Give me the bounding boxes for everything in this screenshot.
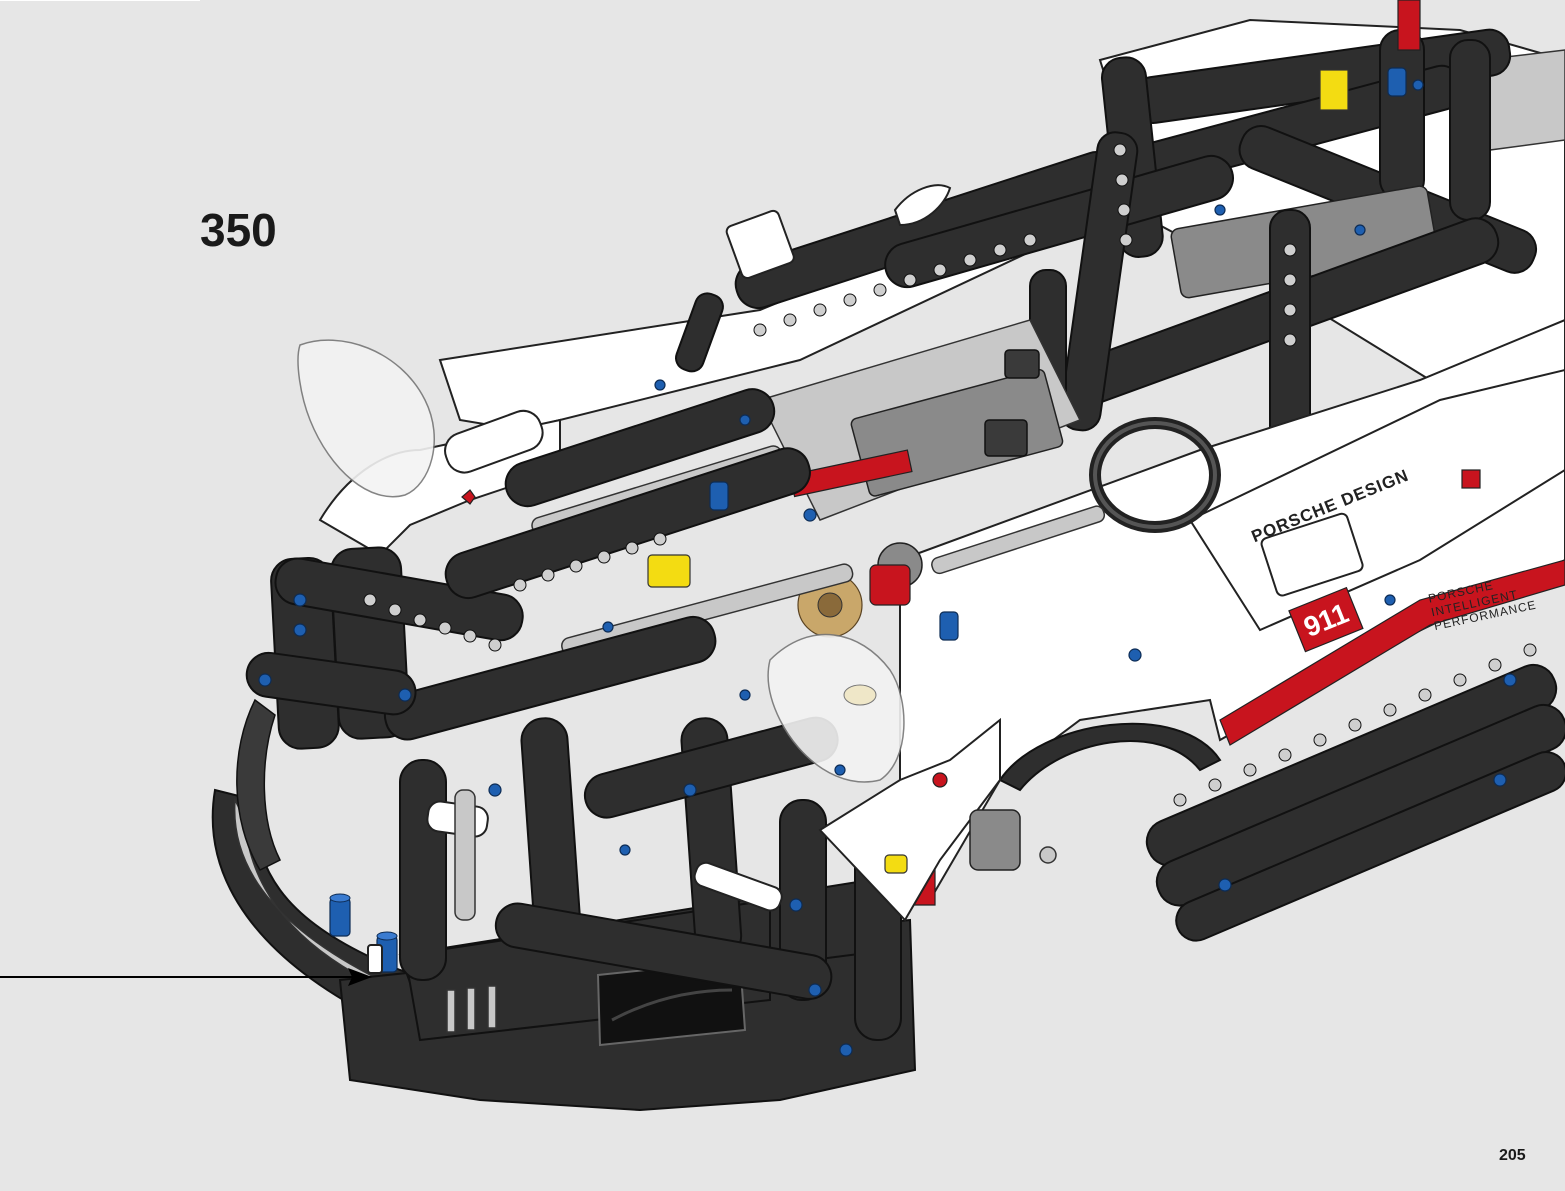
top-border-line [0, 0, 200, 1]
callout-arrow [0, 968, 372, 986]
right-side-bodywork: 911 PORSCHE DESIGN PORSCHE INTELLIGENT P… [899, 318, 1565, 942]
left-headlight-assembly [297, 184, 952, 557]
step-number: 350 [200, 204, 277, 256]
left-headlight-lens [297, 339, 435, 498]
blue-connector-pins [258, 67, 1517, 1057]
right-headlight-lens [767, 633, 905, 783]
page-number: 205 [1499, 1147, 1526, 1164]
beam-holes [363, 143, 1537, 807]
front-bumper-assembly [211, 388, 1057, 1112]
mirror-bracket [725, 209, 795, 279]
